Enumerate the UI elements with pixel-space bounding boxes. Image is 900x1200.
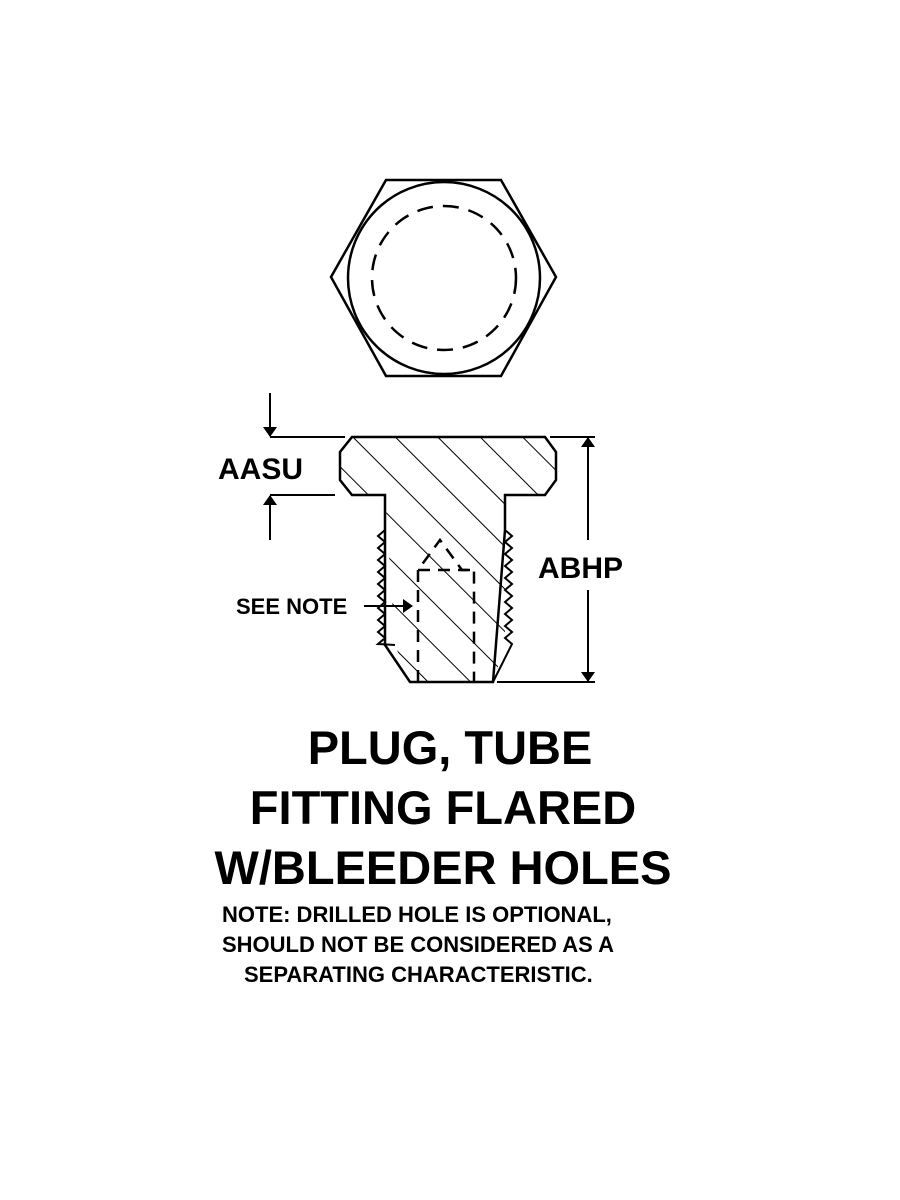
right-thread — [492, 529, 514, 683]
note-line-1: NOTE: DRILLED HOLE IS OPTIONAL, — [222, 902, 612, 927]
title-line-2: FITTING FLARED — [250, 781, 636, 834]
hex-outline — [329, 178, 558, 378]
hex-hidden-circle — [370, 204, 518, 352]
drilled-hole-hidden — [416, 537, 476, 682]
left-thread — [375, 529, 396, 646]
aasu-dimension: AASU — [218, 393, 345, 540]
abhp-label: ABHP — [538, 552, 623, 585]
plug-section-view — [338, 435, 558, 684]
note-block: NOTE: DRILLED HOLE IS OPTIONAL, SHOULD N… — [222, 902, 614, 987]
title-line-1: PLUG, TUBE — [308, 721, 593, 774]
hex-top-view — [329, 178, 558, 378]
aasu-label: AASU — [218, 453, 303, 486]
title-line-3: W/BLEEDER HOLES — [215, 841, 672, 894]
abhp-dimension: ABHP — [497, 436, 623, 683]
hex-chamfer-circle — [346, 180, 542, 376]
see-note-label: SEE NOTE — [236, 594, 347, 619]
title-block: PLUG, TUBE FITTING FLARED W/BLEEDER HOLE… — [215, 721, 672, 894]
note-line-2: SHOULD NOT BE CONSIDERED AS A — [222, 932, 614, 957]
see-note-leader: SEE NOTE — [236, 594, 413, 619]
note-line-3: SEPARATING CHARACTERISTIC. — [244, 962, 593, 987]
